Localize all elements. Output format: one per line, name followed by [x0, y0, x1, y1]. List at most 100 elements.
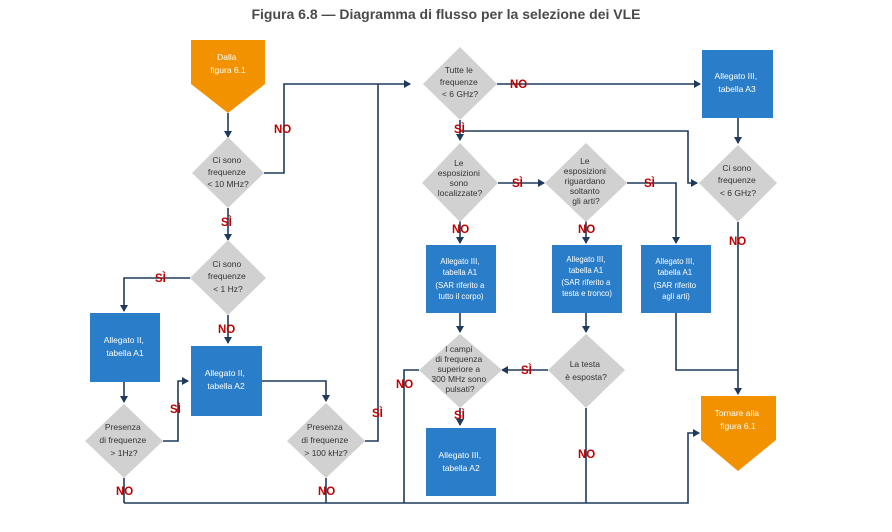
- start-line-1: Dalla: [217, 52, 237, 62]
- edge-d4-d5: [365, 84, 379, 442]
- label-d7-yes: SÌ: [644, 177, 655, 190]
- d4-line-3: > 100 kHz?: [304, 448, 348, 458]
- d4-line-2: di frequenze: [301, 435, 348, 445]
- svg-text:Tutte le frequenze: Tutte le frequenze < 6 GHz?: [440, 65, 480, 99]
- box-b6: Allegato III, tabella A2: [426, 428, 496, 496]
- label-d4-yes: SÌ: [372, 407, 383, 420]
- svg-text:Allegato III, tabella A3: Allegato III, tabella A3: [715, 71, 760, 94]
- svg-text:Le esposizioni son: Le esposizioni sono localizzate?: [438, 158, 483, 198]
- b6-line-2: tabella A2: [442, 463, 480, 473]
- svg-text:Ci sono frequenze: Ci sono frequenze < 1 Hz?: [208, 259, 248, 294]
- d6-line-4: localizzate?: [438, 188, 483, 198]
- d7-line-2: esposizioni: [564, 166, 606, 176]
- svg-text:I campi di frequenza: I campi di frequenza superiore a 300 MHz…: [431, 344, 488, 394]
- edge-d8-bottom: [403, 369, 419, 503]
- label-d8-yes: SÌ: [454, 409, 465, 422]
- decision-d3: Presenza di frequenze > 1Hz?: [85, 404, 163, 478]
- svg-text:Allegato III, tabella A1: Allegato III, tabella A1 (SAR riferito a…: [654, 257, 699, 301]
- d1-line-1: Ci sono: [212, 155, 241, 165]
- b1-line-1: Allegato II,: [104, 335, 144, 345]
- label-d9-no: NO: [578, 449, 595, 461]
- b5-line-1: Allegato III,: [655, 257, 694, 266]
- d6-line-2: esposizioni: [438, 168, 480, 178]
- edge-b5-end: [675, 313, 738, 371]
- figure-title: Figura 6.8 — Diagramma di flusso per la …: [251, 6, 641, 22]
- d1-line-3: < 10 MHz?: [207, 179, 249, 189]
- label-d2-no: NO: [218, 324, 235, 336]
- label-d4-no: NO: [318, 486, 335, 498]
- b2-line-2: tabella A2: [207, 381, 245, 391]
- box-b3: Allegato III, tabella A1 (SAR riferito a…: [426, 245, 496, 313]
- label-d3-yes: SÌ: [170, 403, 181, 416]
- label-d5-yes: SÌ: [454, 123, 465, 136]
- d8-line-2: di frequenza: [435, 354, 482, 364]
- b4-line-2: tabella A1: [569, 266, 603, 275]
- edge-d3-b2: [163, 377, 189, 442]
- b5-line-2: tabella A1: [658, 268, 692, 277]
- b4-line-1: Allegato III,: [566, 255, 605, 264]
- d7-line-3: riguardano: [564, 176, 605, 186]
- label-d9-yes: SÌ: [521, 364, 532, 377]
- b7-line-1: Allegato III,: [715, 71, 758, 81]
- edge-d1-d5: [264, 80, 411, 174]
- b6-line-1: Allegato III,: [439, 450, 482, 460]
- d9-line-1: La testa: [570, 359, 601, 369]
- decision-d5: Tutte le frequenze < 6 GHz?: [423, 47, 497, 120]
- label-d10-no: NO: [729, 236, 746, 248]
- decision-d1: Ci sono frequenze < 10 MHz?: [192, 137, 264, 208]
- b5-line-3: (SAR riferito: [654, 281, 697, 290]
- box-b1: Allegato II, tabella A1: [90, 313, 160, 382]
- box-b7: Allegato III, tabella A3: [702, 50, 773, 118]
- d5-line-2: frequenze: [440, 77, 478, 87]
- label-d2-yes: SÌ: [155, 272, 166, 285]
- label-d7-no: NO: [578, 224, 595, 236]
- d8-line-3: superiore a: [438, 364, 481, 374]
- box-b2: Allegato II, tabella A2: [191, 346, 262, 416]
- label-d6-no: NO: [452, 224, 469, 236]
- box-b5: Allegato III, tabella A1 (SAR riferito a…: [641, 245, 711, 313]
- svg-text:La testa è esposta?: La testa è esposta?: [565, 359, 607, 382]
- edge-b2-d4: [262, 380, 330, 402]
- end-line-2: figura 6.1: [720, 421, 756, 431]
- d3-line-2: di frequenze: [99, 435, 146, 445]
- decision-d9: La testa è esposta?: [548, 334, 625, 408]
- svg-text:Tornare alla figura 6.1: Tornare alla figura 6.1: [715, 408, 762, 431]
- d1-line-2: frequenze: [208, 167, 246, 177]
- d8-line-4: 300 MHz sono: [431, 374, 486, 384]
- b4-line-3: (SAR riferito a: [561, 278, 611, 287]
- d7-line-5: gli arti?: [572, 196, 600, 206]
- svg-text:Allegato II, tabella A2: Allegato II, tabella A2: [205, 368, 248, 391]
- label-d5-no: NO: [510, 79, 527, 91]
- decision-d2: Ci sono frequenze < 1 Hz?: [190, 240, 266, 315]
- decision-d6: Le esposizioni sono localizzate?: [422, 143, 498, 222]
- d6-line-1: Le: [454, 158, 464, 168]
- d5-line-1: Tutte le: [445, 65, 473, 75]
- end-line-1: Tornare alla: [715, 408, 760, 418]
- d6-line-3: sono: [450, 178, 469, 188]
- d5-line-3: < 6 GHz?: [442, 89, 478, 99]
- svg-text:Ci sono frequenze: Ci sono frequenze < 6 GHz?: [718, 163, 758, 198]
- svg-text:Dalla figura 6.1: Dalla figura 6.1: [210, 52, 246, 75]
- label-d1-yes: SÌ: [221, 216, 232, 229]
- label-d3-no: NO: [116, 486, 133, 498]
- start-line-2: figura 6.1: [210, 65, 246, 75]
- label-d6-yes: SÌ: [512, 177, 523, 190]
- end-terminal: Tornare alla figura 6.1: [701, 396, 776, 471]
- b5-line-4: agli arti): [662, 292, 690, 301]
- d2-line-3: < 1 Hz?: [213, 284, 243, 294]
- start-terminal: Dalla figura 6.1: [191, 40, 265, 113]
- b3-line-1: Allegato III,: [440, 257, 479, 266]
- d8-line-5: pulsati?: [445, 384, 475, 394]
- svg-text:Allegato III, tabella A2: Allegato III, tabella A2: [439, 450, 484, 473]
- svg-text:Ci sono frequenze: Ci sono frequenze < 10 MHz?: [207, 155, 249, 189]
- edge-d7-b5: [627, 182, 680, 244]
- d7-line-4: soltanto: [570, 186, 600, 196]
- edge-d5-d10: [460, 130, 698, 187]
- edge-d2-b1: [120, 277, 190, 312]
- b3-line-2: tabella A1: [443, 268, 477, 277]
- svg-text:Presenza di frequenze: Presenza di frequenze > 1Hz?: [99, 422, 148, 458]
- label-d1-no: NO: [274, 124, 291, 136]
- box-b4: Allegato III, tabella A1 (SAR riferito a…: [552, 245, 622, 313]
- svg-text:Presenza di frequenze: Presenza di frequenze > 100 kHz?: [301, 422, 350, 458]
- d2-line-2: frequenze: [208, 271, 246, 281]
